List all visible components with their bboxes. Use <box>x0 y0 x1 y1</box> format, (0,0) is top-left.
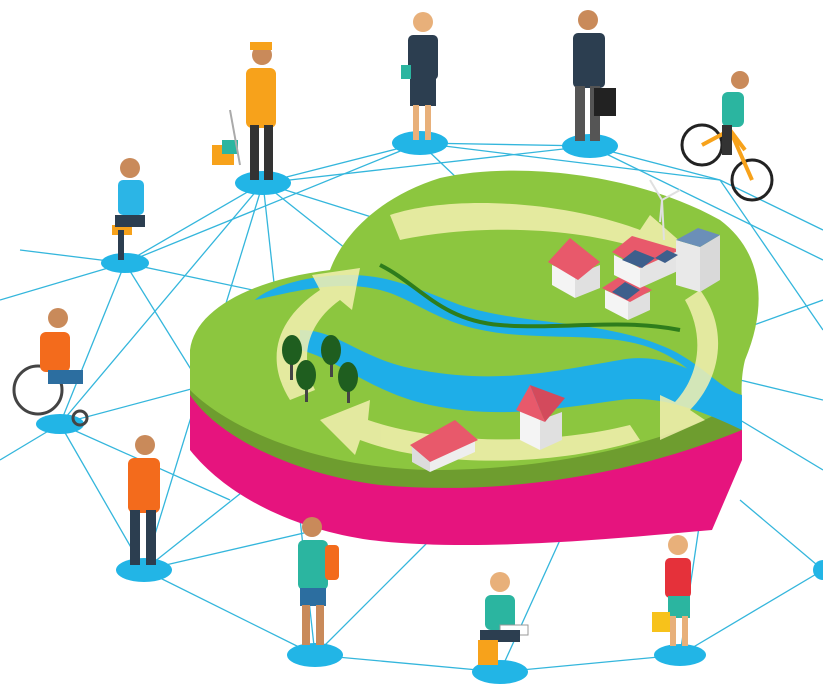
seated-reader-icon <box>478 572 529 665</box>
wind-turbine-icon <box>649 179 681 241</box>
circular-arrows-icon <box>276 203 719 461</box>
island-soil-band <box>190 380 742 546</box>
businesswoman-icon <box>401 12 438 140</box>
student-backpack-icon <box>298 517 339 645</box>
cyclist-icon <box>680 71 774 202</box>
wheelchair-user-icon <box>12 308 89 427</box>
shopper-woman-icon <box>652 535 691 646</box>
seated-tablet-user-icon <box>112 158 145 260</box>
river-lower-icon <box>300 330 742 430</box>
businessman-icon <box>573 10 616 141</box>
island <box>190 170 759 546</box>
solar-panels-icon <box>612 250 678 300</box>
delivery-worker-icon <box>212 42 276 180</box>
trees-icon <box>282 335 358 403</box>
standing-man-icon <box>128 435 160 565</box>
river-bank-icon <box>379 263 681 332</box>
node-discs <box>36 131 823 684</box>
